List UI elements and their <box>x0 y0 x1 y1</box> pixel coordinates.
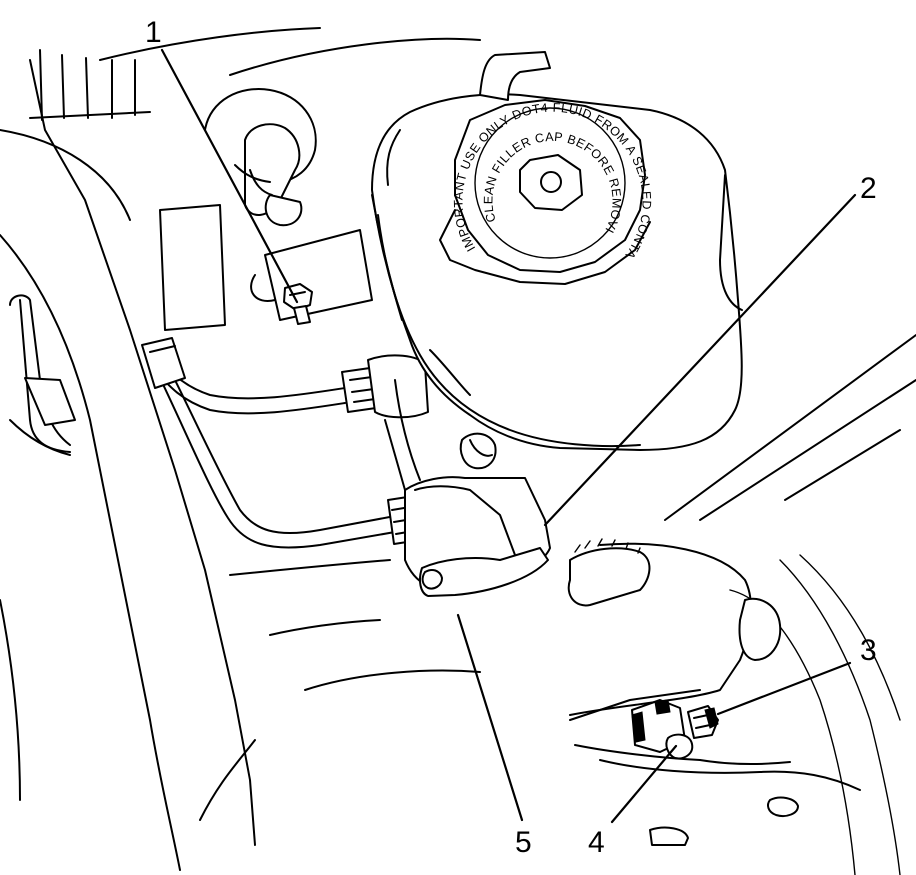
leader-line-5 <box>456 613 524 822</box>
brake-lines <box>141 337 429 549</box>
bracket-assembly <box>159 88 373 331</box>
leader-line-2 <box>543 193 857 527</box>
vehicle-body-outlines <box>0 27 916 875</box>
leader-line-1 <box>160 48 299 304</box>
master-cylinder-body <box>384 379 551 597</box>
leader-line-4 <box>610 744 678 824</box>
callout-1: 1 <box>145 16 162 49</box>
fluid-reservoir <box>371 51 743 451</box>
callout-5: 5 <box>515 826 532 859</box>
callout-4: 4 <box>588 826 605 859</box>
inset-view <box>567 538 861 846</box>
leader-line-3 <box>716 661 852 716</box>
left-hose-clip <box>9 294 76 456</box>
leader-lines <box>160 48 857 824</box>
callout-2: 2 <box>860 172 877 205</box>
callout-labels: 1 2 3 4 5 <box>145 16 877 859</box>
callout-3: 3 <box>860 634 877 667</box>
